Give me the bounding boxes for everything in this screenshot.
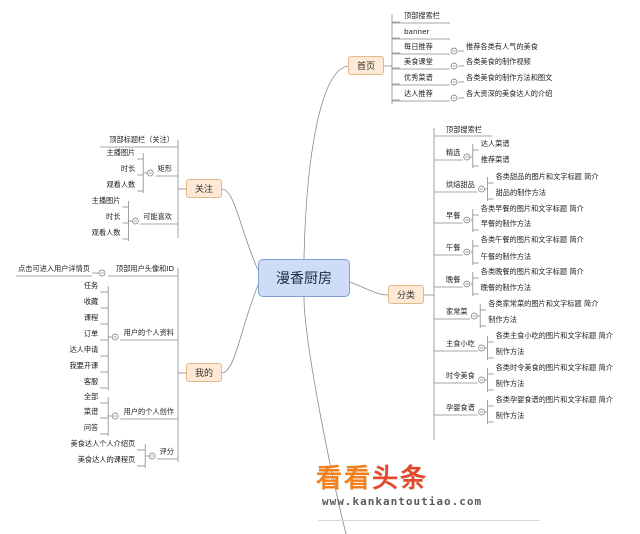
category-item[interactable]: 制作方法 bbox=[495, 411, 525, 420]
mine-item[interactable]: 我要开课 bbox=[69, 361, 99, 370]
follow-group-label[interactable]: 可能喜欢 bbox=[143, 212, 172, 221]
watermark-logo: 看看头条 bbox=[316, 458, 428, 495]
category-item[interactable]: 早餐的制作方法 bbox=[480, 219, 532, 228]
category-item[interactable]: 午餐的制作方法 bbox=[480, 252, 532, 261]
home-item-detail[interactable]: 各类美食的制作方法和图文 bbox=[466, 73, 553, 82]
home-item-detail[interactable]: 推荐各类有人气的美食 bbox=[466, 42, 538, 51]
branch-follow-label: 关注 bbox=[194, 185, 213, 195]
category-group-label[interactable]: 主食小吃 bbox=[446, 339, 475, 348]
root-node[interactable]: 漫香厨房 bbox=[258, 259, 350, 297]
branch-category[interactable]: 分类 bbox=[388, 285, 424, 304]
category-group-label[interactable]: 时令美食 bbox=[446, 371, 475, 380]
follow-item[interactable]: 主播图片 bbox=[106, 148, 136, 157]
mine-item[interactable]: 收藏 bbox=[83, 297, 99, 306]
branch-mine[interactable]: 我的 bbox=[186, 363, 222, 382]
branch-home[interactable]: 首页 bbox=[348, 56, 384, 75]
category-top-item[interactable]: 顶部搜索栏 bbox=[446, 125, 482, 134]
mine-item[interactable]: 订单 bbox=[83, 329, 99, 338]
category-item[interactable]: 晚餐的制作方法 bbox=[480, 283, 532, 292]
mine-item[interactable]: 美食达人的课程页 bbox=[77, 455, 136, 464]
category-item[interactable]: 各类晚餐的图片和文字标题 简介 bbox=[480, 267, 584, 276]
home-item[interactable]: banner bbox=[404, 27, 430, 36]
home-item[interactable]: 达人推荐 bbox=[404, 89, 433, 98]
category-item[interactable]: 各类家常菜的图片和文字标题 简介 bbox=[488, 299, 599, 308]
mine-avatar-label[interactable]: 顶部用户头像和ID bbox=[116, 264, 174, 273]
category-group-label[interactable]: 精选 bbox=[446, 148, 461, 157]
watermark-url: www.kankantoutiao.com bbox=[322, 495, 483, 508]
category-group-label[interactable]: 晚餐 bbox=[446, 275, 461, 284]
branch-home-label: 首页 bbox=[356, 62, 375, 72]
branch-mine-label: 我的 bbox=[194, 369, 213, 379]
category-item[interactable]: 各类时令美食的图片和文字标题 简介 bbox=[495, 363, 613, 372]
watermark-divider bbox=[318, 520, 540, 521]
category-item[interactable]: 各类早餐的图片和文字标题 简介 bbox=[480, 204, 584, 213]
follow-group-label[interactable]: 矩形 bbox=[157, 164, 172, 173]
mine-item[interactable]: 课程 bbox=[83, 313, 99, 322]
follow-item[interactable]: 时长 bbox=[106, 212, 121, 221]
mine-item[interactable]: 全部 bbox=[83, 392, 99, 401]
mine-item[interactable]: 菜谱 bbox=[83, 407, 99, 416]
branch-follow[interactable]: 关注 bbox=[186, 179, 222, 198]
mine-group-label[interactable]: 用户的个人资料 bbox=[123, 328, 174, 337]
category-item[interactable]: 各类主食小吃的图片和文字标题 简介 bbox=[495, 331, 613, 340]
follow-top-item[interactable]: 顶部标题栏（关注） bbox=[109, 135, 174, 144]
category-item[interactable]: 制作方法 bbox=[495, 347, 525, 356]
category-group-label[interactable]: 家常菜 bbox=[446, 307, 468, 316]
category-group-label[interactable]: 烘焙甜品 bbox=[446, 180, 475, 189]
mine-item[interactable]: 美食达人个人介绍页 bbox=[70, 439, 136, 448]
link-root-more bbox=[303, 296, 347, 534]
home-item-detail[interactable]: 各大资深的美食达人的介绍 bbox=[466, 89, 553, 98]
category-group-label[interactable]: 孕婴食谱 bbox=[446, 403, 475, 412]
category-item[interactable]: 制作方法 bbox=[488, 315, 517, 324]
home-item[interactable]: 优秀菜谱 bbox=[404, 73, 433, 82]
watermark-part2: 头条 bbox=[372, 464, 429, 494]
follow-item[interactable]: 时长 bbox=[120, 164, 136, 173]
category-item[interactable]: 制作方法 bbox=[495, 379, 525, 388]
category-item[interactable]: 各类孕婴食谱的图片和文字标题 简介 bbox=[495, 395, 613, 404]
watermark-part1: 看看 bbox=[316, 464, 373, 494]
mine-item[interactable]: 达人申请 bbox=[69, 345, 99, 354]
mine-group-label[interactable]: 评分 bbox=[159, 447, 174, 456]
home-item[interactable]: 顶部搜索栏 bbox=[404, 11, 440, 20]
follow-item[interactable]: 观看人数 bbox=[106, 180, 136, 189]
category-item[interactable]: 甜品的制作方法 bbox=[495, 188, 546, 197]
category-item[interactable]: 各类午餐的图片和文字标题 简介 bbox=[480, 235, 584, 244]
category-item[interactable]: 推荐菜谱 bbox=[480, 155, 510, 164]
home-item[interactable]: 美食课堂 bbox=[404, 57, 433, 66]
mine-item[interactable]: 任务 bbox=[83, 281, 99, 290]
mine-item[interactable]: 客服 bbox=[83, 377, 99, 386]
link-root-home bbox=[303, 65, 349, 260]
link-root-mine bbox=[221, 284, 259, 374]
link-root-category bbox=[349, 281, 389, 296]
category-group-label[interactable]: 午餐 bbox=[446, 243, 461, 252]
follow-item[interactable]: 观看人数 bbox=[91, 228, 121, 237]
category-group-label[interactable]: 早餐 bbox=[446, 211, 461, 220]
root-label: 漫香厨房 bbox=[276, 271, 332, 287]
follow-item[interactable]: 主播图片 bbox=[91, 196, 121, 205]
mine-avatar-note[interactable]: 点击可进入用户详情页 bbox=[18, 264, 90, 273]
home-item[interactable]: 每日推荐 bbox=[404, 42, 433, 51]
mine-item[interactable]: 问答 bbox=[83, 423, 99, 432]
link-root-follow bbox=[221, 188, 259, 271]
mine-group-label[interactable]: 用户的个人创作 bbox=[123, 407, 174, 416]
category-item[interactable]: 各类甜品的图片和文字标题 简介 bbox=[495, 172, 599, 181]
home-item-detail[interactable]: 各类美食的制作视频 bbox=[466, 57, 531, 66]
branch-category-label: 分类 bbox=[396, 291, 415, 301]
category-item[interactable]: 达人菜谱 bbox=[480, 139, 510, 148]
